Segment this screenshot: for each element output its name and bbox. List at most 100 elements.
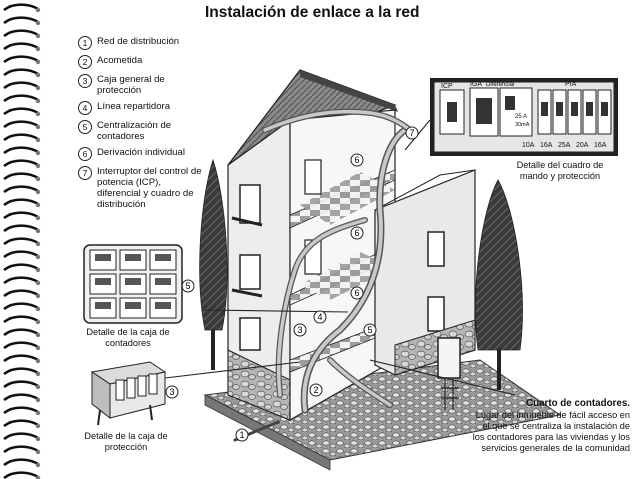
svg-text:6: 6 [354,288,359,298]
meter [89,249,117,271]
spiral-hole [35,293,41,299]
panel-pia-label: PIA [565,81,577,88]
meter [149,249,177,271]
spiral-hole [35,267,41,273]
spiral-ring [3,81,39,90]
marker-4: 4 [313,310,327,324]
spiral-ring [3,159,39,168]
spiral-ring [3,3,39,12]
spiral-ring [3,94,39,103]
spiral-hole [35,397,41,403]
spiral-ring [3,328,39,337]
meter [119,249,147,271]
spiral-ring [3,419,39,428]
cables [233,108,413,442]
meter [149,297,177,319]
svg-text:2: 2 [313,385,318,395]
spiral-ring [3,16,39,25]
spiral-ring [3,107,39,116]
spiral-hole [35,85,41,91]
svg-text:1: 1 [239,430,244,440]
spiral-hole [35,410,41,416]
spiral-hole [35,124,41,130]
spiral-binding [3,3,41,479]
spiral-ring [3,367,39,376]
spiral-ring [3,393,39,402]
spiral-ring [3,224,39,233]
svg-text:5: 5 [367,325,372,335]
spiral-ring [3,133,39,142]
legend-number: 3 [78,74,92,88]
spiral-ring [3,172,39,181]
spiral-hole [35,358,41,364]
spiral-ring [3,315,39,324]
meter [89,297,117,319]
spiral-hole [35,176,41,182]
spiral-ring [3,276,39,285]
svg-text:3: 3 [169,387,174,397]
page-title: Instalación de enlace a la red [205,4,420,21]
marker-3a: 3 [293,323,307,337]
pia-amp-label: 16A [594,142,607,149]
spiral-hole [35,72,41,78]
legend-text: Red de distribución [97,36,180,47]
spiral-ring [3,432,39,441]
trees [199,158,523,390]
legend-text: Caja general de protección [97,74,165,96]
spiral-ring [3,354,39,363]
spiral-ring [3,406,39,415]
pia-amp-label: 20A [576,142,589,149]
spiral-ring [3,471,39,479]
pia-amp-label: 25A [558,142,571,149]
marker-5b: 5 [363,323,377,337]
svg-text:3: 3 [297,325,302,335]
right-building [374,169,476,410]
spiral-ring [3,250,39,259]
spiral-hole [35,345,41,351]
marker-7: 7 [405,126,419,140]
callout-title: Cuarto de contadores. [526,398,630,409]
panel-diferencial-label: Diferencial [486,82,514,88]
marker-3b: 3 [165,385,179,399]
pointer-lines [164,119,516,396]
legend-number: 4 [78,101,92,115]
svg-text:5: 5 [185,281,190,291]
meter [149,273,177,295]
marker-2: 2 [309,383,323,397]
legend-item: 3 Caja general de protección [78,74,206,96]
spiral-hole [35,306,41,312]
callout-text: Lugar del inmueble de fácil acceso en el… [472,410,630,453]
spiral-hole [35,449,41,455]
meter [119,273,147,295]
legend-number: 7 [78,166,92,180]
svg-text:6: 6 [354,228,359,238]
spiral-hole [35,215,41,221]
legend-item: 1 Red de distribución [78,36,206,50]
spiral-hole [35,462,41,468]
spiral-hole [35,111,41,117]
spiral-hole [35,254,41,260]
spiral-ring [3,263,39,272]
spiral-hole [35,384,41,390]
marker-6c: 6 [350,286,364,300]
panel-caption: Detalle del cuadro de mando y protección [516,160,604,181]
legend-number: 1 [78,36,92,50]
spiral-hole [35,475,41,479]
panel-rating: 25 A [515,114,527,120]
spiral-hole [35,423,41,429]
marker-6a: 6 [350,153,364,167]
spiral-hole [35,319,41,325]
pia-amp-label: 16A [540,142,553,149]
spiral-ring [3,445,39,454]
spiral-hole [35,98,41,104]
spiral-ring [3,380,39,389]
meter [89,273,117,295]
svg-text:6: 6 [354,155,359,165]
